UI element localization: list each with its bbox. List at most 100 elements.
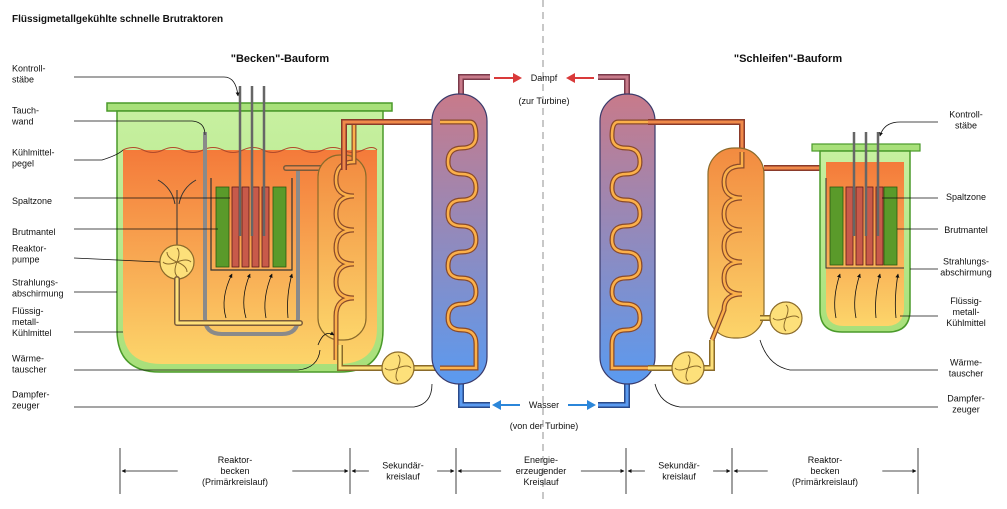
pool-label-reactor-pump: Reaktor-pumpe — [12, 244, 47, 265]
section-label-4-line: (Primärkreislauf) — [792, 477, 858, 487]
pool-secondary-hot-pipe-inner — [342, 120, 455, 170]
loop-core — [845, 186, 884, 266]
water-arrowhead-right — [587, 400, 596, 410]
pool-reactor — [106, 86, 393, 373]
section-label-3-line: Sekundär- — [658, 461, 700, 471]
pool-sg-shell — [431, 93, 488, 385]
pool-label-liquid-metal-line: metall- — [12, 317, 39, 327]
water-indicator: Wasser (von der Turbine) — [492, 400, 596, 431]
steam-arrowhead-right — [566, 73, 575, 83]
pool-label-baffle-line: Tauch- — [12, 106, 39, 116]
pool-label-steam-generator: Dampfer-zeuger — [12, 390, 50, 411]
loop-control-rods — [852, 132, 880, 236]
section-label-2-line: erzeugender — [516, 466, 567, 476]
pool-label-coolant-level-line: pegel — [12, 159, 34, 169]
section-label-4-line: Reaktor- — [808, 455, 843, 465]
section-label-0-line: Reaktor- — [218, 455, 253, 465]
loop-steam-generator — [598, 74, 656, 408]
loop-secondary-pump-impeller — [674, 354, 702, 382]
pool-core — [231, 186, 270, 268]
pool-lid — [106, 102, 393, 112]
pool-label-baffle: Tauch-wand — [11, 106, 39, 127]
pool-hx-coil-inner — [334, 124, 356, 360]
pool-blanket-left — [215, 186, 230, 268]
steam-indicator: Dampf (zur Turbine) — [494, 73, 594, 106]
loop-label-shield-line: Strahlungs- — [943, 257, 989, 267]
loop-label-control-rods-line: Kontroll- — [949, 110, 983, 120]
loop-blanket-left — [829, 186, 844, 266]
loop-heat-exchanger-group — [707, 147, 850, 341]
pool-inner-barrel — [210, 178, 293, 271]
loop-label-core: Spaltzone — [946, 192, 986, 202]
pool-label-reactor-pump-line: pumpe — [12, 255, 40, 265]
pool-sg-coil-inner — [440, 120, 478, 370]
pool-label-blanket-line: Brutmantel — [12, 227, 56, 237]
section-label-1-line: Sekundär- — [382, 461, 424, 471]
pool-label-core-line: Spaltzone — [12, 196, 52, 206]
loop-label-blanket-line: Brutmantel — [944, 225, 988, 235]
loop-label-control-rods-line: stäbe — [955, 121, 977, 131]
pool-label-baffle-line: wand — [11, 117, 34, 127]
section-labels: Reaktor-becken(Primärkreislauf) Sekundär-… — [121, 455, 917, 487]
loop-label-shield: Strahlungs-abschirmung — [940, 257, 992, 278]
pool-label-liquid-metal-line: Flüssig- — [12, 306, 44, 316]
pool-secondary-cold-pipe-inner — [338, 345, 455, 370]
pool-sg-water-pipe-inner — [459, 380, 490, 407]
section-label-1-line: kreislauf — [386, 472, 420, 482]
loop-sg-shell — [599, 93, 656, 385]
pool-control-rods — [238, 86, 266, 236]
pool-coolant — [123, 150, 377, 364]
section-label-2-line: Kreislauf — [523, 477, 559, 487]
loop-reactor — [811, 132, 921, 333]
pool-pump-impeller — [162, 247, 192, 277]
pool-label-steam-generator-line: Dampfer- — [12, 390, 50, 400]
loop-label-shield-line: abschirmung — [940, 268, 992, 278]
section-bracket: Reaktor-becken(Primärkreislauf) Sekundär-… — [119, 448, 919, 494]
pool-pump-pipe-inner — [175, 277, 302, 325]
pool-label-shield: Strahlungs-abschirmung — [12, 278, 64, 299]
pool-label-liquid-metal: Flüssig-metall-Kühlmittel — [12, 306, 52, 338]
steam-arrowhead-left — [513, 73, 522, 83]
pool-label-heat-exchanger: Wärme-tauscher — [12, 354, 47, 375]
loop-sg-water-pipe-inner — [598, 380, 629, 407]
loop-label-heat-exchanger: Wärme-tauscher — [949, 358, 984, 379]
pool-heat-exchanger — [317, 154, 367, 341]
loop-blanket-right — [883, 186, 898, 266]
pool-label-shield-line: Strahlungs- — [12, 278, 58, 288]
loop-label-liquid-metal: Flüssig-metall-Kühlmittel — [946, 296, 986, 328]
pool-label-liquid-metal-line: Kühlmittel — [12, 328, 52, 338]
pool-secondary-pump-impeller — [384, 354, 412, 382]
loop-secondary-hot-pipe-inner — [648, 120, 744, 152]
section-label-4: Reaktor-becken(Primärkreislauf) — [792, 455, 858, 487]
section-label-1: Sekundär-kreislauf — [382, 461, 424, 482]
loop-sg-steam-pipe — [598, 74, 630, 96]
water-sublabel: (von der Turbine) — [510, 421, 579, 431]
loop-sg-steam-pipe-inner — [598, 75, 629, 96]
loop-label-steam-generator-line: Dampfer- — [947, 394, 985, 404]
loop-hx-coil-inner — [710, 152, 744, 341]
loop-label-blanket: Brutmantel — [944, 225, 988, 235]
water-arrowhead-left — [492, 400, 501, 410]
pool-label-blanket: Brutmantel — [12, 227, 56, 237]
pool-label-control-rods: Kontroll-stäbe — [12, 64, 46, 85]
pool-label-shield-line: abschirmung — [12, 289, 64, 299]
loop-inner-barrel — [825, 178, 904, 269]
pool-steam-generator — [431, 74, 490, 408]
loop-label-core-line: Spaltzone — [946, 192, 986, 202]
section-label-3: Sekundär-kreislauf — [658, 461, 700, 482]
loop-label-control-rods: Kontroll-stäbe — [949, 110, 983, 131]
pool-label-control-rods-line: Kontroll- — [12, 64, 46, 74]
section-label-0: Reaktor-becken(Primärkreislauf) — [202, 455, 268, 487]
loop-heat-exchanger — [707, 147, 765, 339]
pool-label-control-rods-line: stäbe — [12, 75, 34, 85]
pool-label-reactor-pump-line: Reaktor- — [12, 244, 47, 254]
loop-secondary-loop — [648, 119, 745, 385]
loop-sg-coil-inner — [610, 120, 648, 370]
loop-label-liquid-metal-line: metall- — [952, 307, 979, 317]
pool-label-heat-exchanger-line: Wärme- — [12, 354, 44, 364]
section-label-4-line: becken — [810, 466, 839, 476]
loop-label-heat-exchanger-line: tauscher — [949, 369, 984, 379]
steam-sublabel: (zur Turbine) — [518, 96, 569, 106]
